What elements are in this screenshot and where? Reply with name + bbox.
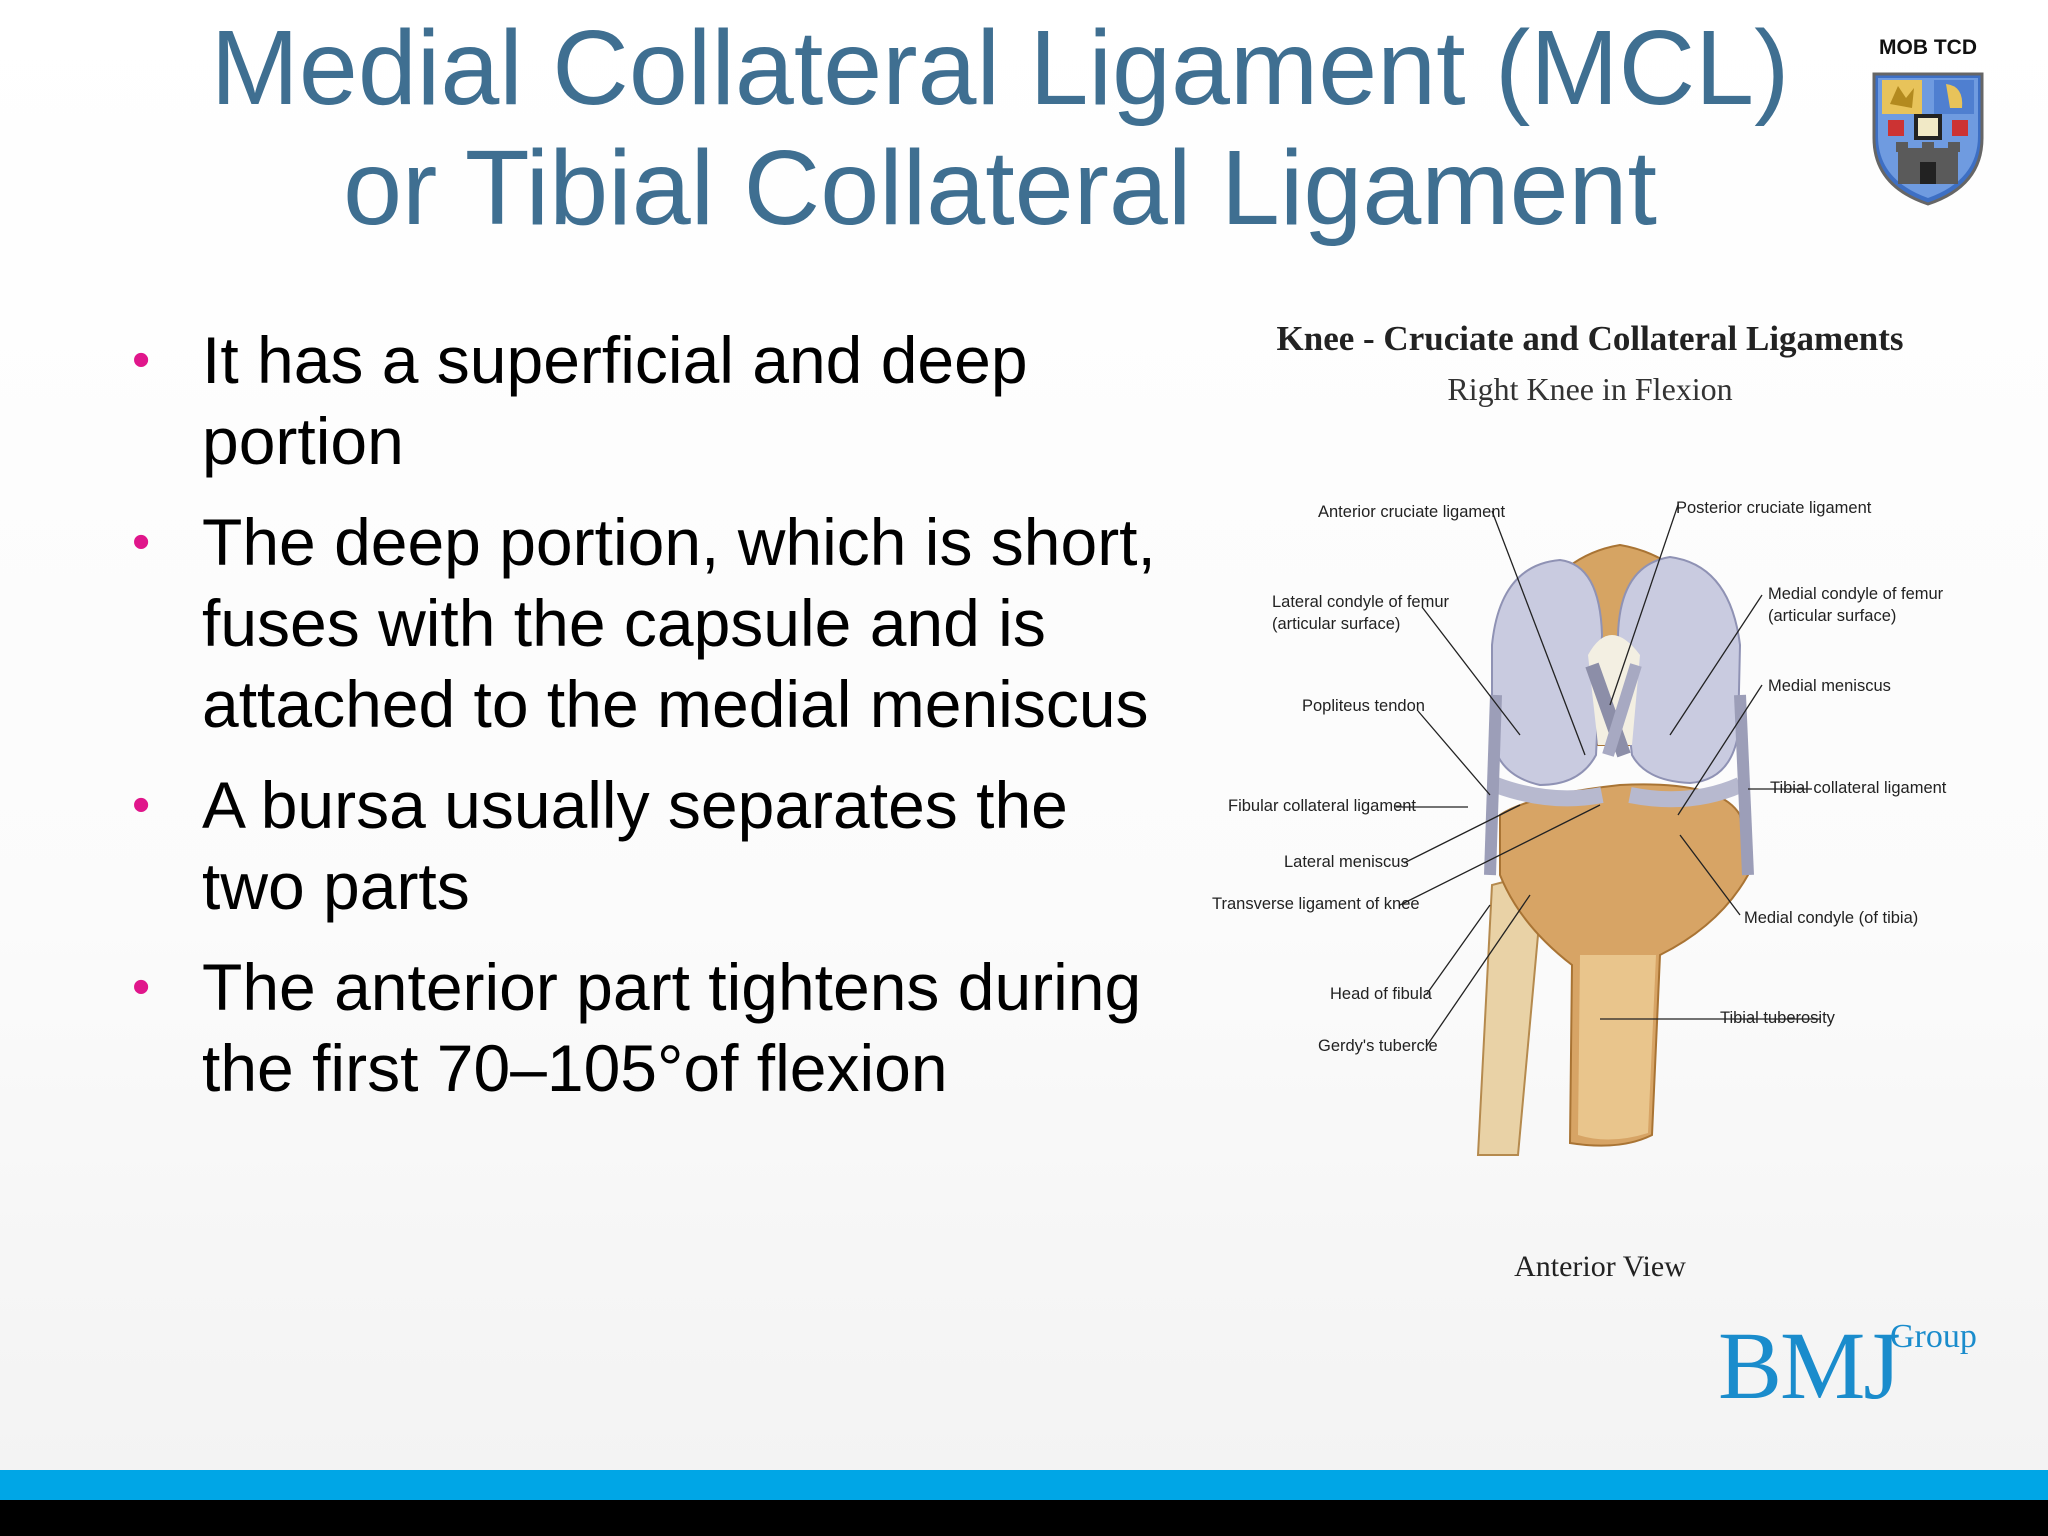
label-anterior-cruciate: Anterior cruciate ligament — [1318, 503, 1505, 521]
figure-subtitle: Right Knee in Flexion — [1447, 371, 1733, 407]
bullet-text: It has a superficial and deep portion — [202, 323, 1028, 478]
bullet-text: A bursa usually separates the two parts — [202, 768, 1068, 923]
label-transverse-ligament: Transverse ligament of knee — [1212, 895, 1420, 913]
bullet-text: The anterior part tightens during the fi… — [202, 950, 1142, 1105]
label-lateral-condyle: Lateral condyle of femur — [1272, 593, 1450, 611]
bullet-item: • The anterior part tightens during the … — [120, 947, 1180, 1109]
label-medial-meniscus: Medial meniscus — [1768, 677, 1891, 695]
badge-label: MOB TCD — [1879, 36, 1977, 59]
title-line-2: or Tibial Collateral Ligament — [343, 129, 1657, 247]
label-medial-condyle-tibia: Medial condyle (of tibia) — [1744, 909, 1918, 927]
logo-bmj-text: BMJ — [1718, 1312, 1901, 1419]
figure-title: Knee - Cruciate and Collateral Ligaments — [1276, 319, 1904, 358]
bullet-item: • The deep portion, which is short, fuse… — [120, 502, 1180, 745]
bullet-item: • It has a superficial and deep portion — [120, 320, 1180, 482]
label-posterior-cruciate: Posterior cruciate ligament — [1676, 499, 1872, 517]
bullet-marker: • — [132, 513, 151, 571]
label-head-fibula: Head of fibula — [1330, 985, 1433, 1003]
footer-bar — [0, 1500, 2048, 1536]
knee-illustration: Anterior cruciate ligament Posterior cru… — [1212, 499, 1947, 1156]
institution-badge: MOB TCD — [1862, 36, 1994, 213]
slide-title: Medial Collateral Ligament (MCL) or Tibi… — [120, 8, 1880, 248]
logo-group-text: Group — [1890, 1318, 1977, 1355]
label-fibular-collateral: Fibular collateral ligament — [1228, 797, 1416, 815]
bullet-marker: • — [132, 958, 151, 1016]
label-popliteus: Popliteus tendon — [1302, 697, 1425, 715]
bmj-group-logo: BMJ Group — [1718, 1310, 1977, 1420]
label-medial-condyle-femur-sub: (articular surface) — [1768, 607, 1896, 625]
bullet-marker: • — [132, 776, 151, 834]
label-gerdys-tubercle: Gerdy's tubercle — [1318, 1037, 1438, 1055]
label-medial-condyle-femur: Medial condyle of femur — [1768, 585, 1944, 603]
bullet-text: The deep portion, which is short, fuses … — [202, 505, 1156, 741]
label-tibial-tuberosity: Tibial tuberosity — [1720, 1009, 1836, 1027]
crest-icon — [1872, 72, 1984, 206]
label-lateral-meniscus: Lateral meniscus — [1284, 853, 1409, 871]
bullet-item: • A bursa usually separates the two part… — [120, 765, 1180, 927]
label-tibial-collateral: Tibial collateral ligament — [1770, 779, 1947, 797]
bullet-marker: • — [132, 331, 151, 389]
title-line-1: Medial Collateral Ligament (MCL) — [210, 9, 1790, 127]
figure-caption: Anterior View — [1514, 1250, 1686, 1283]
footer-accent-bar — [0, 1470, 2048, 1500]
bullet-list: • It has a superficial and deep portion … — [120, 320, 1180, 1129]
label-lateral-condyle-sub: (articular surface) — [1272, 615, 1400, 633]
knee-figure: Anterior cruciate ligament Posterior cru… — [1200, 315, 1980, 1315]
